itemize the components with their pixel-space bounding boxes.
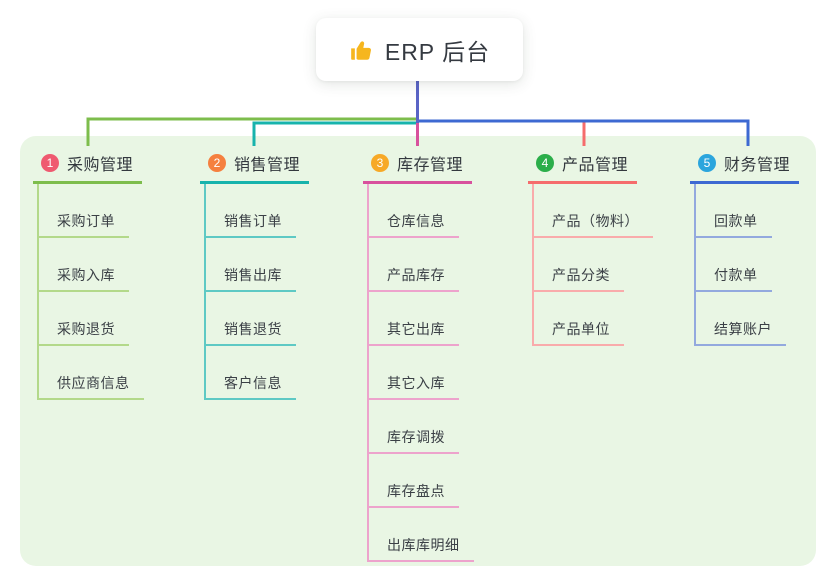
branch-2: 2 销售管理销售订单销售出库销售退货客户信息 xyxy=(200,148,310,400)
branch-title-3[interactable]: 3 库存管理 xyxy=(363,148,473,184)
child-node[interactable]: 其它出库 xyxy=(367,292,459,346)
branch-number-badge: 1 xyxy=(41,154,59,172)
child-node[interactable]: 库存盘点 xyxy=(367,454,459,508)
branch-1: 1 采购管理采购订单采购入库采购退货供应商信息 xyxy=(33,148,144,400)
child-node[interactable]: 销售订单 xyxy=(204,184,296,238)
branch-children: 回款单付款单结算账户 xyxy=(694,184,799,346)
child-node[interactable]: 结算账户 xyxy=(694,292,786,346)
child-node[interactable]: 出库库明细 xyxy=(367,508,474,562)
root-node-label: ERP 后台 xyxy=(384,38,491,65)
branch-title-1[interactable]: 1 采购管理 xyxy=(33,148,143,184)
child-node[interactable]: 销售出库 xyxy=(204,238,296,292)
branch-number-badge: 5 xyxy=(698,154,716,172)
branch-title-5[interactable]: 5 财务管理 xyxy=(690,148,800,184)
child-node[interactable]: 采购订单 xyxy=(37,184,129,238)
child-node[interactable]: 供应商信息 xyxy=(37,346,144,400)
branch-children: 销售订单销售出库销售退货客户信息 xyxy=(204,184,309,400)
branch-number-badge: 3 xyxy=(371,154,389,172)
child-node[interactable]: 产品单位 xyxy=(532,292,624,346)
branch-title-label: 财务管理 xyxy=(724,157,791,174)
child-node[interactable]: 销售退货 xyxy=(204,292,296,346)
branch-children: 采购订单采购入库采购退货供应商信息 xyxy=(37,184,144,400)
branch-children: 仓库信息产品库存其它出库其它入库库存调拨库存盘点出库库明细 xyxy=(367,184,474,562)
root-node-erp[interactable]: ERP 后台 xyxy=(316,18,523,81)
branch-4: 4 产品管理产品（物料）产品分类产品单位 xyxy=(528,148,653,346)
branch-title-4[interactable]: 4 产品管理 xyxy=(528,148,638,184)
child-node[interactable]: 付款单 xyxy=(694,238,772,292)
child-node[interactable]: 产品（物料） xyxy=(532,184,653,238)
mindmap-panel-background xyxy=(20,136,816,566)
child-node[interactable]: 其它入库 xyxy=(367,346,459,400)
child-node[interactable]: 仓库信息 xyxy=(367,184,459,238)
branch-3: 3 库存管理仓库信息产品库存其它出库其它入库库存调拨库存盘点出库库明细 xyxy=(363,148,474,562)
child-node[interactable]: 采购入库 xyxy=(37,238,129,292)
branch-title-2[interactable]: 2 销售管理 xyxy=(200,148,310,184)
child-node[interactable]: 库存调拨 xyxy=(367,400,459,454)
branch-title-label: 库存管理 xyxy=(397,157,464,174)
child-node[interactable]: 产品库存 xyxy=(367,238,459,292)
branch-number-badge: 4 xyxy=(536,154,554,172)
child-node[interactable]: 采购退货 xyxy=(37,292,129,346)
branch-number-badge: 2 xyxy=(208,154,226,172)
branch-5: 5 财务管理回款单付款单结算账户 xyxy=(690,148,800,346)
branch-title-label: 采购管理 xyxy=(67,157,134,174)
child-node[interactable]: 产品分类 xyxy=(532,238,624,292)
branch-title-label: 产品管理 xyxy=(562,157,629,174)
child-node[interactable]: 回款单 xyxy=(694,184,772,238)
branch-children: 产品（物料）产品分类产品单位 xyxy=(532,184,653,346)
child-node[interactable]: 客户信息 xyxy=(204,346,296,400)
thumbs-up-icon xyxy=(349,37,375,63)
branch-title-label: 销售管理 xyxy=(234,157,301,174)
